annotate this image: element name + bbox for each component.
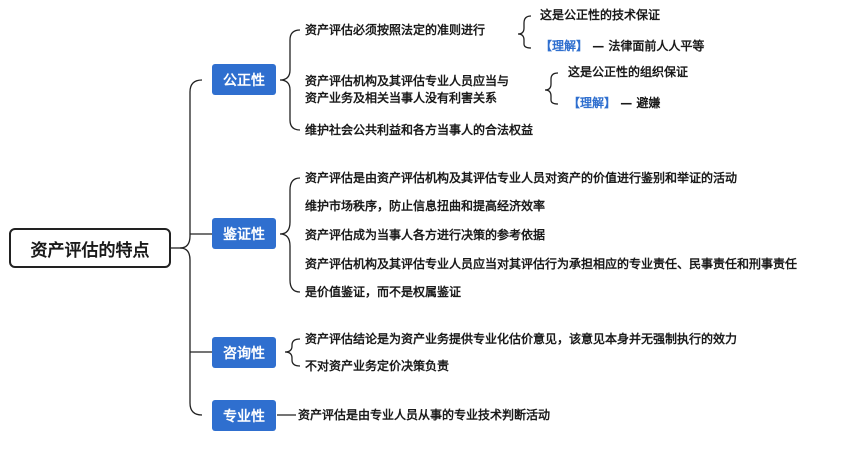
- attestation-item-5: 是价值鉴证，而不是权属鉴证: [305, 285, 462, 299]
- fairness-item-2-sub-note: 【理解】 — 避嫌: [568, 95, 660, 112]
- branch-tag-fairness: 公正性: [212, 64, 276, 95]
- advisory-item-2: 不对资产业务定价决策负责: [305, 359, 450, 373]
- attestation-item-1: 资产评估是由资产评估机构及其评估专业人员对资产的价值进行鉴别和举证的活动: [305, 171, 738, 185]
- advisory-item-1: 资产评估结论是为资产业务提供专业化估价意见，该意见本身并无强制执行的效力: [305, 332, 738, 346]
- fairness-item-1-sub-head: 这是公正性的技术保证: [540, 8, 661, 22]
- fairness-item-2-line1: 资产评估机构及其评估专业人员应当与: [305, 74, 510, 88]
- fairness-item-2-line2: 资产业务及相关当事人没有利害关系: [305, 91, 498, 105]
- branch-tag-attestation: 鉴证性: [212, 218, 276, 249]
- understand-note-2: — 避嫌: [620, 96, 661, 110]
- branch-tag-advisory: 咨询性: [212, 337, 276, 368]
- attestation-item-3: 资产评估成为当事人各方进行决策的参考依据: [305, 228, 546, 242]
- fairness-item-1-sub-note: 【理解】 — 法律面前人人平等: [540, 38, 704, 55]
- root-node: 资产评估的特点: [9, 228, 171, 268]
- understand-bracket-1: 【理解】: [540, 39, 589, 53]
- fairness-item-2-sub-head: 这是公正性的组织保证: [568, 65, 689, 79]
- understand-bracket-2: 【理解】: [568, 96, 617, 110]
- fairness-item-1: 资产评估必须按照法定的准则进行: [305, 23, 486, 37]
- branch-tag-professional: 专业性: [212, 400, 276, 431]
- understand-note-1: — 法律面前人人平等: [592, 39, 705, 53]
- attestation-item-2: 维护市场秩序，防止信息扭曲和提高经济效率: [305, 199, 546, 213]
- professional-item-1: 资产评估是由专业人员从事的专业技术判断活动: [298, 408, 551, 422]
- fairness-item-3: 维护社会公共利益和各方当事人的合法权益: [305, 123, 534, 137]
- attestation-item-4: 资产评估机构及其评估专业人员应当对其评估行为承担相应的专业责任、民事责任和刑事责…: [305, 257, 798, 271]
